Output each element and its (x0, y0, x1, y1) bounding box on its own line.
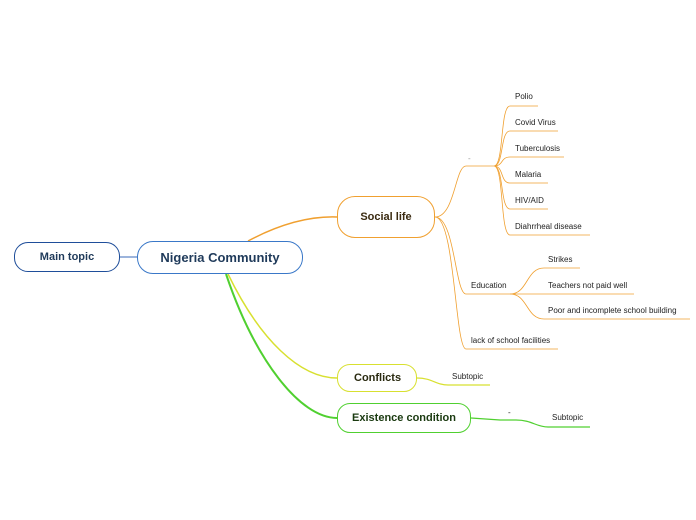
connector-central-existence (225, 273, 338, 419)
connector-dot-covid (493, 130, 558, 167)
leaf-covid-virus[interactable]: Covid Virus (515, 118, 556, 127)
leaf-education[interactable]: Education (471, 281, 507, 290)
connector-dot-tb (493, 156, 564, 167)
connector-edu-building (509, 293, 690, 320)
leaf-hiv-aid[interactable]: HIV/AID (515, 196, 544, 205)
leaf-polio[interactable]: Polio (515, 92, 533, 101)
leaf-teachers-not-paid[interactable]: Teachers not paid well (548, 281, 628, 290)
existence-subtopic[interactable]: Subtopic (552, 413, 584, 422)
connector-dot-polio (493, 105, 538, 167)
leaf-malaria[interactable]: Malaria (515, 170, 542, 179)
connector-existence-dash (470, 417, 516, 421)
conflicts-node[interactable]: Conflicts (337, 364, 417, 392)
connector-social-education (434, 216, 510, 295)
connector-central-conflicts (227, 273, 338, 379)
connector-dot-malaria (493, 165, 548, 184)
leaf-tuberculosis[interactable]: Tuberculosis (515, 144, 561, 153)
existence-condition-node[interactable]: Existence condition (337, 403, 471, 433)
connector-edu-strikes (509, 267, 580, 295)
leaf-diarrheal-disease[interactable]: Diahrrheal disease (515, 222, 582, 231)
leaf-strikes[interactable]: Strikes (548, 255, 573, 264)
connector-central-social (247, 216, 338, 242)
connector-social-facilities (434, 216, 558, 350)
conflicts-subtopic[interactable]: Subtopic (452, 372, 484, 381)
connector-conflicts-subtopic (416, 377, 490, 386)
connector-social-dot (434, 165, 494, 218)
main-topic-node[interactable]: Main topic (14, 242, 120, 272)
connector-dash-subtopic (515, 419, 590, 428)
leaf-poor-school-building[interactable]: Poor and incomplete school building (548, 306, 677, 315)
connector-dot-diarrhea (493, 165, 590, 236)
existence-dash-label[interactable]: - (508, 408, 511, 417)
leaf-lack-of-facilities[interactable]: lack of school facilities (471, 336, 551, 345)
social-dot-label[interactable]: - (468, 154, 471, 163)
social-life-node[interactable]: Social life (337, 196, 435, 238)
central-topic-node[interactable]: Nigeria Community (137, 241, 303, 274)
